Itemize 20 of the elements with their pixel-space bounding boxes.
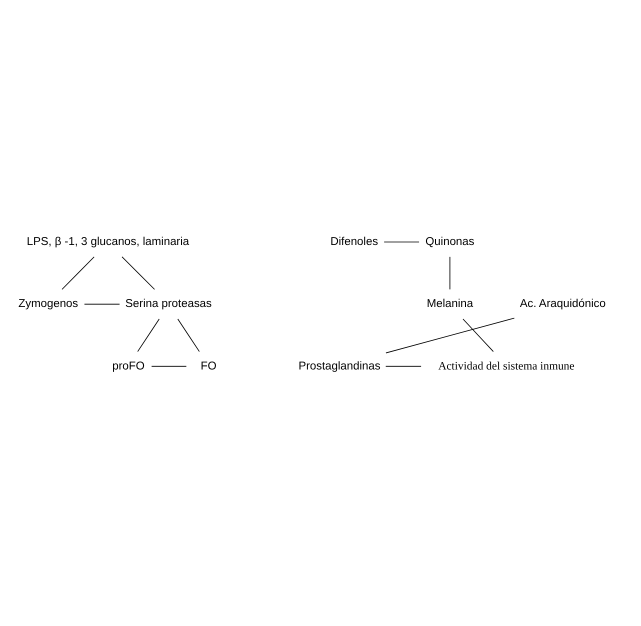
connector <box>462 318 494 352</box>
node-text: Actividad del sistema inmune <box>438 360 574 372</box>
node-text: Difenoles <box>330 236 378 248</box>
node-text: Ac. Araquidónico <box>520 298 606 310</box>
node-text: proFO <box>112 360 145 372</box>
connector <box>177 318 200 352</box>
node-text: Quinonas <box>425 236 474 248</box>
node-text: Serina proteasas <box>125 298 212 310</box>
connector <box>122 256 155 290</box>
connector <box>151 366 187 367</box>
node-text: Melanina <box>426 298 474 310</box>
connector <box>386 318 515 354</box>
connector <box>62 256 95 290</box>
node-text: Zymogenos <box>18 298 78 310</box>
connector <box>137 318 160 352</box>
node-text: LPS, β -1, 3 glucanos, laminaria <box>26 236 190 248</box>
connector <box>84 304 120 305</box>
node-text: FO <box>200 360 217 372</box>
node-text: Prostaglandinas <box>298 360 380 372</box>
connector <box>385 366 422 367</box>
